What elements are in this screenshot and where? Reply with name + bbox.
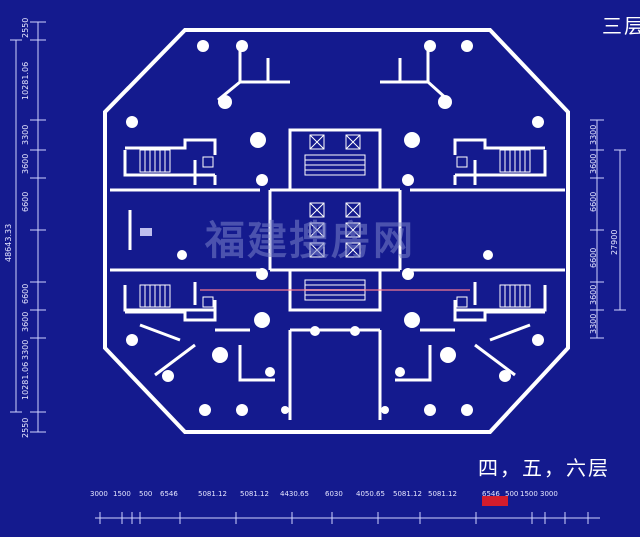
dimension-label: 2550 [21, 17, 30, 38]
watermark-logo: 福建搜房网 [205, 217, 415, 264]
dimension-label: 500 [139, 490, 153, 498]
dimension-label: 5081.12 [393, 490, 422, 498]
dimension-label: 6030 [325, 490, 343, 498]
dimension-label: 10281.06 [21, 61, 30, 100]
dimension-label: 3000 [540, 490, 558, 498]
dimension-label: 3600 [589, 153, 598, 174]
right-dimension-lines [590, 119, 626, 339]
dimension-label-total: 48643.33 [4, 223, 13, 262]
dimension-label: 3600 [21, 153, 30, 174]
dimension-label: 6600 [589, 191, 598, 212]
elevator-shafts [202, 134, 468, 308]
dimension-label: 1500 [520, 490, 538, 498]
dimension-label: 4430.65 [280, 490, 309, 498]
floor-title: 四，五，六层 [478, 456, 610, 480]
dimension-label: 500 [505, 490, 519, 498]
dimension-label: 6546 [482, 490, 500, 498]
dimension-label: 5081.12 [428, 490, 457, 498]
dimension-label: 3600 [589, 284, 598, 305]
bottom-dimension-lines [95, 512, 600, 524]
dimension-label: 5081.12 [240, 490, 269, 498]
dimension-label: 3300 [21, 124, 30, 145]
glare-band [140, 228, 152, 236]
building-outline [103, 28, 570, 434]
dimension-label: 6546 [160, 490, 178, 498]
dimension-label: 3300 [21, 339, 30, 360]
left-dimension-lines [10, 21, 46, 433]
structural-columns [126, 40, 544, 416]
dimension-label: 3300 [589, 313, 598, 334]
dimension-label: 4050.65 [356, 490, 385, 498]
dimension-label: 6600 [589, 247, 598, 268]
dimension-label: 10281.06 [21, 361, 30, 400]
dimension-label: 5081.12 [198, 490, 227, 498]
dimension-label: 3300 [589, 124, 598, 145]
dimension-label: 2550 [21, 417, 30, 438]
dimension-label: 1500 [113, 490, 131, 498]
red-stamp [482, 496, 508, 506]
interior-walls [110, 50, 565, 420]
dimension-label: 3000 [90, 490, 108, 498]
dimension-label: 6600 [21, 191, 30, 212]
dimension-label: 6600 [21, 283, 30, 304]
dimension-label: 3600 [21, 311, 30, 332]
dimension-label-total: 27900 [610, 229, 619, 255]
floor-title-partial: 三层 [602, 14, 640, 38]
staircases [139, 149, 531, 308]
